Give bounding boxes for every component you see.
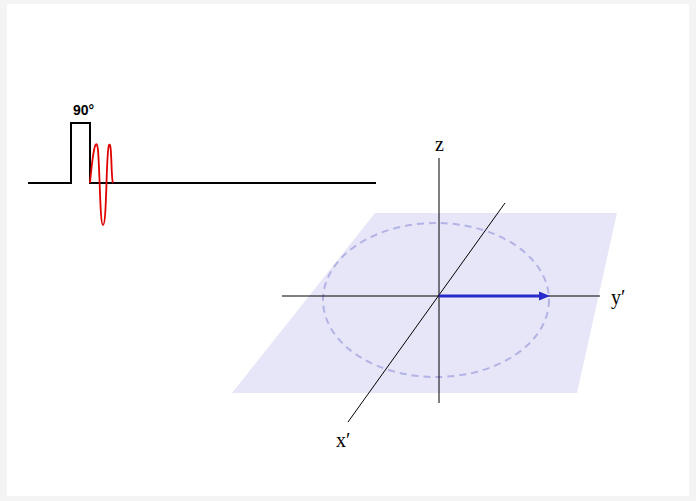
magnetization-vector [439,295,541,298]
axis-label: x′ [336,430,350,450]
axis-label: y′ [611,287,625,307]
xy-plane [232,213,617,393]
axis-label: z [435,134,444,154]
y-axis [282,296,600,297]
pulse-sequence [28,123,376,183]
pulse-angle: 90° [73,103,94,117]
z-axis [439,158,440,403]
fid-signal [90,144,113,225]
ground [7,4,689,496]
x-axis [348,203,505,422]
vector-head [539,292,550,301]
